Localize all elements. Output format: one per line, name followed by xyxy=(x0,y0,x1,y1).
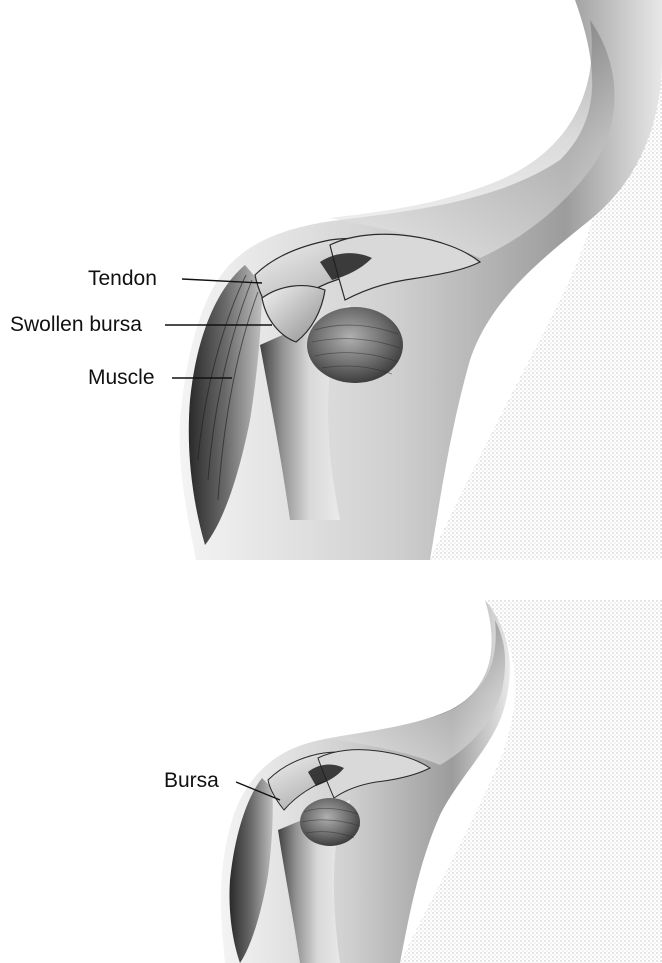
lower-shoulder-view xyxy=(221,600,662,963)
label-muscle: Muscle xyxy=(88,367,155,388)
upper-shoulder-view xyxy=(165,0,662,560)
label-bursa: Bursa xyxy=(164,770,219,791)
lower-bursa-sac xyxy=(300,798,360,846)
upper-swollen-bursa-sac xyxy=(307,307,403,383)
label-tendon: Tendon xyxy=(88,268,157,289)
label-swollen-bursa: Swollen bursa xyxy=(10,314,142,335)
